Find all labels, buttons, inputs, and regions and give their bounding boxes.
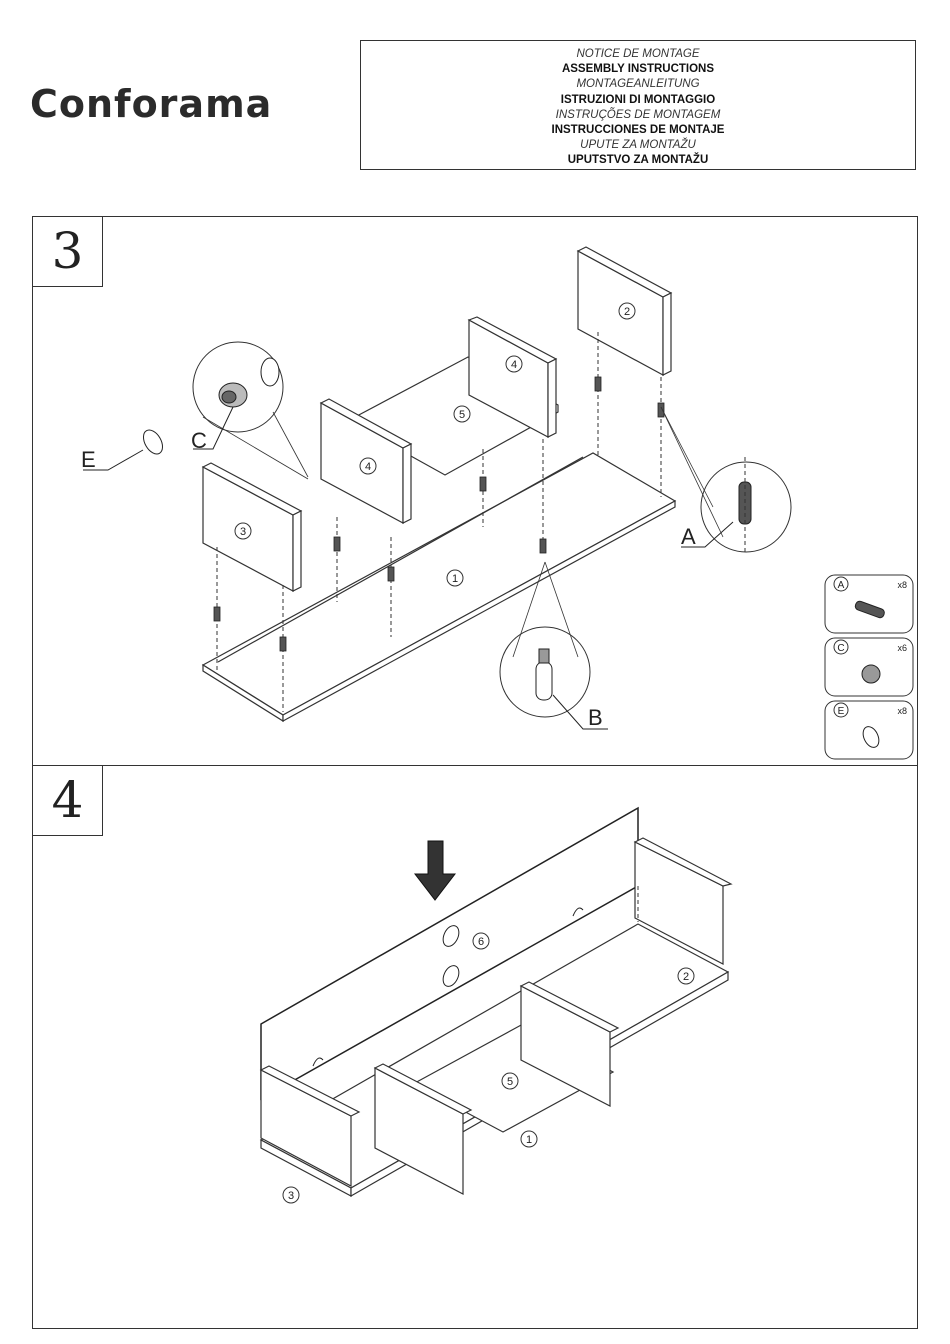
title-line: INSTRUÇÕES DE MONTAGEM <box>361 108 915 123</box>
pin-detail <box>536 662 552 700</box>
hardware-letter: E <box>838 706 845 717</box>
title-line: INSTRUCCIONES DE MONTAJE <box>361 123 915 138</box>
title-line: ISTRUZIONI DI MONTAGGIO <box>361 93 915 108</box>
brand-logo: Conforama <box>30 82 272 126</box>
part-label-3: 3 <box>240 526 246 538</box>
hardware-qty: x6 <box>897 643 907 653</box>
step-4-diagram: 6 2 3 5 1 <box>33 766 919 1330</box>
down-arrow-icon <box>415 841 455 900</box>
part-label-2: 2 <box>624 306 630 318</box>
callout-c: C <box>191 428 207 453</box>
part-label-1: 1 <box>526 1134 532 1146</box>
title-line: ASSEMBLY INSTRUCTIONS <box>361 62 915 77</box>
step-3-diagram: 1 2 3 4 4 5 <box>33 217 919 767</box>
hardware-letter: C <box>837 643 844 654</box>
callout-e: E <box>81 447 96 472</box>
title-line: NOTICE DE MONTAGE <box>361 47 915 62</box>
part-label-1: 1 <box>452 573 458 585</box>
hardware-qty: x8 <box>897 706 907 716</box>
part-label-3: 3 <box>288 1190 294 1202</box>
title-line: MONTAGEANLEITUNG <box>361 77 915 92</box>
panel-1-base <box>203 453 675 715</box>
step-4-panel: 4 6 2 <box>32 765 918 1329</box>
part-label-4-back: 4 <box>511 359 517 371</box>
part-label-5: 5 <box>507 1076 513 1088</box>
part-label-6: 6 <box>478 936 484 948</box>
title-line: UPUTSTVO ZA MONTAŽU <box>361 153 915 168</box>
title-line: UPUTE ZA MONTAŽU <box>361 138 915 153</box>
callout-b: B <box>588 705 603 730</box>
cam-lock-icon <box>862 665 880 683</box>
hardware-qty: x8 <box>897 580 907 590</box>
part-label-4-front: 4 <box>365 461 371 473</box>
part-label-5: 5 <box>459 409 465 421</box>
cover-cap-e <box>140 427 167 458</box>
step-3-panel: 3 <box>32 216 918 766</box>
part-label-2: 2 <box>683 971 689 983</box>
hardware-letter: A <box>838 580 845 591</box>
callout-a: A <box>681 524 696 549</box>
